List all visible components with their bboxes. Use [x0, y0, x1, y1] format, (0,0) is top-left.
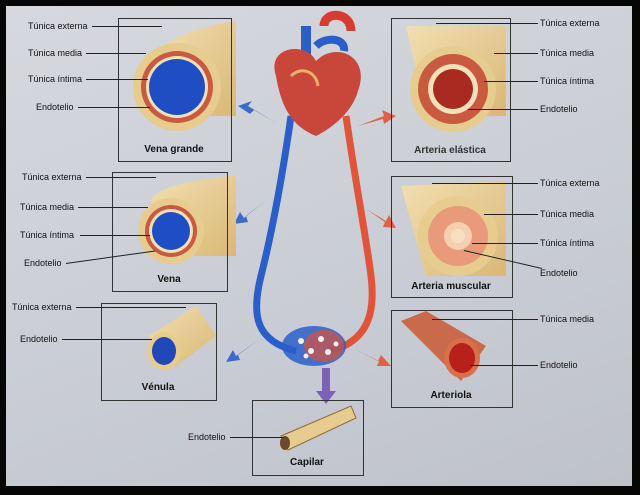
vein-path [253, 115, 297, 355]
panel-venula [101, 303, 217, 401]
arteria-elastica-label-externa: Túnica externa [540, 18, 600, 28]
vena-grande-label-externa: Túnica externa [28, 21, 88, 31]
vena-label-media: Túnica media [20, 202, 75, 212]
vena-grande-label-endotelio: Endotelio [36, 102, 74, 112]
heart-icon [274, 10, 361, 136]
arteria-muscular-label-intima: Túnica íntima [540, 238, 595, 248]
artery-path [329, 115, 376, 355]
arteria-muscular-vessel [401, 181, 506, 276]
arteria-elastica-title: Arteria elástica [414, 145, 486, 156]
arteriola-label-endotelio: Endotelio [540, 360, 578, 370]
arteria-elastica-label-intima: Túnica íntima [540, 76, 595, 86]
venula-title: Vénula [141, 382, 175, 393]
arteria-muscular-label-externa: Túnica externa [540, 178, 600, 188]
vena-grande-label-media: Túnica media [28, 48, 83, 58]
arteriola-title: Arteriola [430, 390, 472, 401]
diagram-page: Túnica externa Túnica media Túnica íntim… [6, 6, 632, 486]
capillary-arrow [316, 368, 336, 404]
arteria-elastica-label-endotelio: Endotelio [540, 104, 578, 114]
vena-label-intima: Túnica íntima [20, 230, 75, 240]
capilar-label-endotelio: Endotelio [188, 432, 226, 442]
vena-label-endotelio: Endotelio [24, 258, 62, 268]
vena-label-externa: Túnica externa [22, 172, 82, 182]
panel-arteria-muscular [391, 176, 513, 298]
arteria-elastica-label-media: Túnica media [540, 48, 595, 58]
arteriola-label-media: Túnica media [540, 314, 595, 324]
vein-arrows [226, 101, 278, 362]
arteria-elastica-vessel [406, 26, 506, 132]
capilar-vessel [280, 405, 357, 451]
circulation-drawing [133, 10, 506, 451]
panel-capilar [252, 400, 364, 476]
capilar-title: Capilar [290, 457, 324, 468]
vena-grande-title: Vena grande [144, 144, 204, 155]
venula-vessel [147, 306, 216, 370]
arteria-muscular-label-media: Túnica media [540, 209, 595, 219]
venula-label-endotelio: Endotelio [20, 334, 58, 344]
arteria-muscular-title: Arteria muscular [411, 281, 491, 292]
venula-label-externa: Túnica externa [12, 302, 72, 312]
arteria-muscular-label-endotelio: Endotelio [540, 268, 578, 278]
vena-grande-vessel [133, 21, 236, 131]
artery-arrows [354, 110, 396, 366]
panel-vena-grande [118, 18, 232, 162]
vena-vessel [138, 176, 236, 264]
panel-arteria-elastica [391, 18, 511, 162]
panel-vena [112, 172, 228, 292]
arteriola-vessel [401, 311, 486, 381]
vena-grande-label-intima: Túnica íntima [28, 74, 83, 84]
vena-title: Vena [157, 274, 181, 285]
panel-arteriola [391, 310, 513, 408]
